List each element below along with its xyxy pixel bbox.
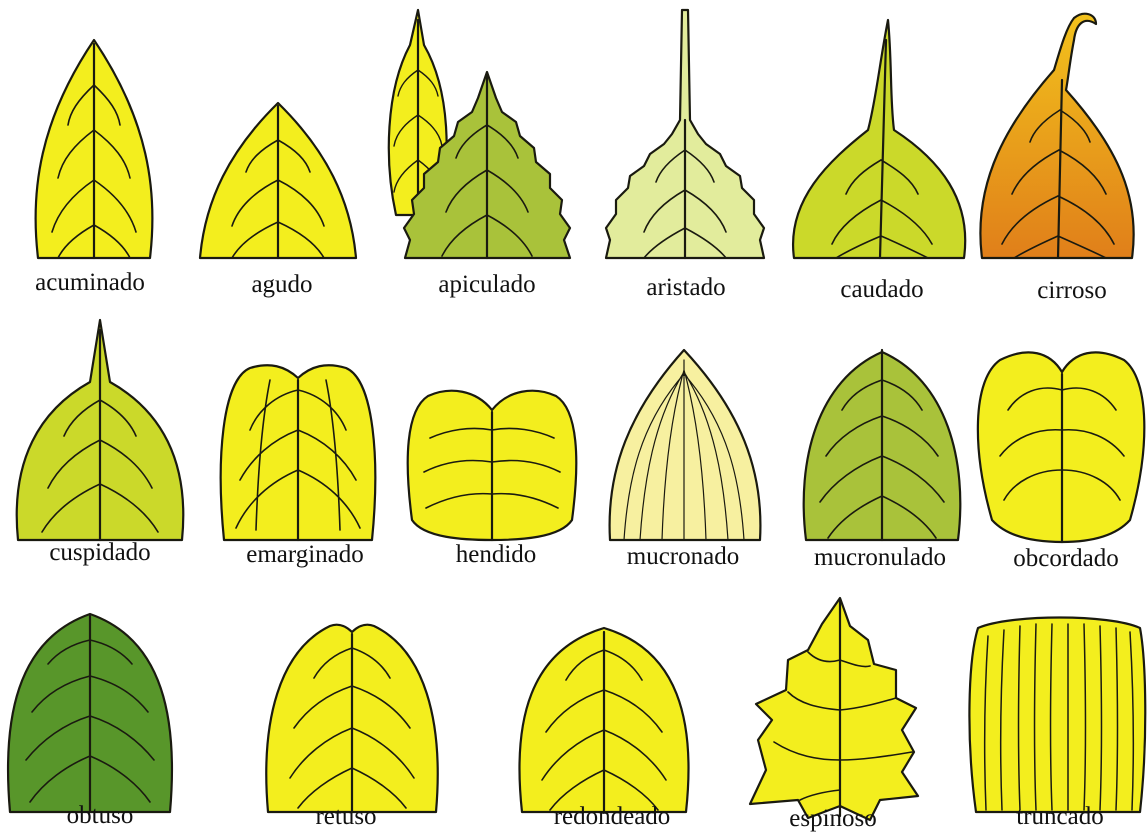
label-redondeado: redondeado <box>554 804 671 829</box>
label-cirroso: cirroso <box>1037 278 1106 303</box>
label-hendido: hendido <box>456 542 537 567</box>
label-mucronado: mucronado <box>627 544 739 569</box>
blade <box>793 20 965 258</box>
label-obcordado: obcordado <box>1013 546 1119 571</box>
leaf-aristado <box>606 10 764 258</box>
label-emarginado: emarginado <box>246 542 364 567</box>
label-cuspidado: cuspidado <box>49 540 150 565</box>
leaf-cuspidado <box>17 320 184 540</box>
leaf-redondeado <box>519 628 688 812</box>
leaf-truncado <box>969 618 1145 813</box>
label-caudado: caudado <box>840 277 923 302</box>
leaf-mucronulado <box>804 350 961 540</box>
leaf-hendido <box>408 391 577 540</box>
leaf-caudado <box>793 20 965 258</box>
label-obtuso: obtuso <box>67 803 134 828</box>
leaf-acuminado <box>36 40 153 258</box>
blade <box>610 350 761 540</box>
leaf-mucronado <box>610 350 761 540</box>
blade <box>969 618 1145 813</box>
label-aristado: aristado <box>646 275 725 300</box>
leaf-obtuso <box>8 614 172 812</box>
label-espinoso: espinoso <box>789 806 877 831</box>
label-acuminado: acuminado <box>35 270 145 295</box>
leaf-espinoso <box>750 598 918 820</box>
leaf-cirroso <box>980 14 1133 258</box>
leaf-agudo <box>200 103 356 258</box>
leaf-apiculado <box>389 10 570 258</box>
leaf-obcordado <box>978 352 1144 542</box>
blade <box>980 14 1133 258</box>
label-agudo: agudo <box>251 272 312 297</box>
label-apiculado: apiculado <box>438 272 535 297</box>
leaf-emarginado <box>221 365 376 540</box>
label-mucronulado: mucronulado <box>814 545 946 570</box>
leaf-retuso <box>266 625 437 812</box>
label-truncado: truncado <box>1016 804 1103 829</box>
label-retuso: retuso <box>315 804 376 829</box>
